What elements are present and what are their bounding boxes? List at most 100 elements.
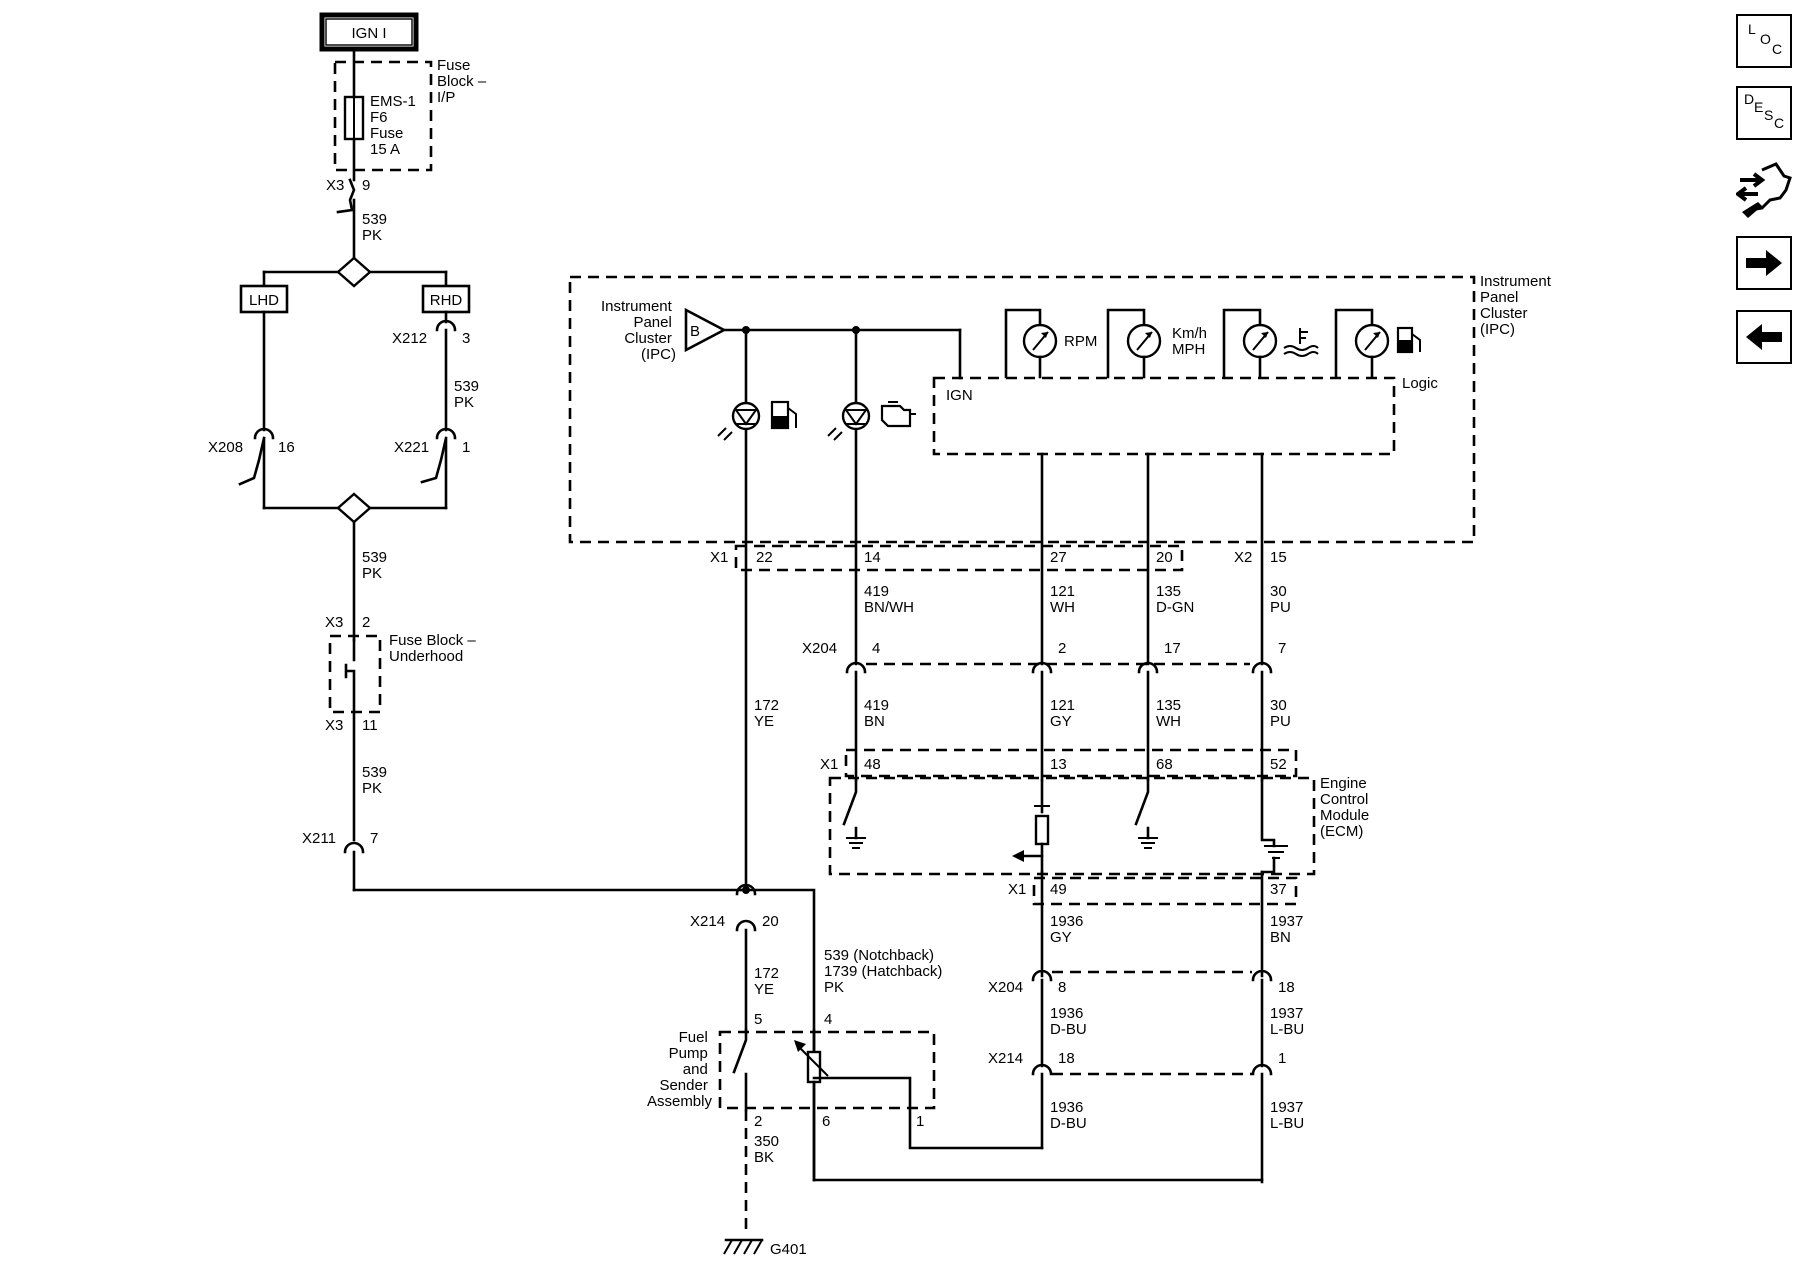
x221-pin: 1	[462, 439, 470, 456]
x214-pin-18: 18	[1058, 1050, 1075, 1067]
wire-1937-lbu-upper: 1937 L-BU	[1270, 1005, 1308, 1038]
ipc-x1-pin-20: 20	[1156, 549, 1173, 566]
ecm-x1-pin-13: 13	[1050, 756, 1067, 773]
x204-pin-2: 2	[1058, 640, 1066, 657]
tachometer-gauge: RPM	[1004, 308, 1097, 379]
wire-1936-dbu-upper: 1936 D-BU	[1050, 1005, 1088, 1038]
ign-header-box	[319, 12, 419, 52]
x212-pin: 3	[462, 330, 470, 347]
ecm-x1-bottom-label: X1	[1008, 881, 1026, 898]
x204-pin-17: 17	[1164, 640, 1181, 657]
x3-upper-label: X3	[325, 614, 343, 631]
x3-upper-pin: 2	[362, 614, 370, 631]
wire-539-pk-top: 539 PK	[362, 211, 391, 244]
splice-lower	[336, 492, 372, 524]
ecm-module	[828, 776, 1316, 876]
wire-121-wh: 121 WH	[1050, 583, 1079, 616]
ipc-logic-block	[932, 376, 1396, 456]
wire-1937-lbu-lower: 1937 L-BU	[1270, 1099, 1308, 1132]
wire-1936-gy: 1936 GY	[1050, 913, 1088, 946]
x3-connector-label: X3	[326, 177, 344, 194]
x211-label: X211	[302, 830, 336, 847]
ecm-connector-x1-top	[844, 748, 1298, 778]
wire-1937-bn: 1937 BN	[1270, 913, 1308, 946]
loc-letter-o: O	[1760, 31, 1771, 47]
previous-page-button[interactable]	[1736, 310, 1792, 364]
option-rhd-label: RHD	[430, 292, 463, 309]
ecm-x1-pin-68: 68	[1156, 756, 1173, 773]
wire-419-bn: 419 BN	[864, 697, 893, 730]
fuse-block-ip-title: Fuse Block – I/P	[437, 57, 490, 106]
arrow-right-icon	[1746, 250, 1782, 276]
x204-pin-8: 8	[1058, 979, 1066, 996]
speedometer-gauge: Km/h MPH	[1106, 308, 1211, 379]
x214-lower-label: X214	[988, 1050, 1023, 1067]
fuel-gauge	[1334, 308, 1421, 379]
temperature-gauge	[1222, 308, 1319, 379]
ipc-x1-label: X1	[710, 549, 728, 566]
option-lhd-label: LHD	[249, 292, 279, 309]
wire-539-pk-lower: 539 PK	[362, 764, 391, 797]
arrow-left-icon	[1746, 324, 1782, 350]
wire-121-gy: 121 GY	[1050, 697, 1079, 730]
wire-350-bk: 350 BK	[754, 1133, 783, 1166]
option-lhd	[239, 284, 289, 314]
x204-lower-label: X204	[988, 979, 1023, 996]
fuel-pump-pin-5: 5	[754, 1011, 762, 1028]
ground-icon	[1138, 837, 1158, 849]
ecm-title: Engine Control Module (ECM)	[1320, 775, 1373, 840]
loc-letter-l: L	[1748, 21, 1756, 37]
speed-label: Km/h MPH	[1172, 325, 1211, 358]
desc-letter-d: D	[1744, 91, 1754, 107]
wire-539-pk-rhd: 539 PK	[454, 378, 483, 411]
ipc-module	[568, 275, 1476, 544]
fuel-pump-pin-6: 6	[822, 1113, 830, 1130]
fuse-label: EMS-1 F6 Fuse 15 A	[370, 93, 420, 158]
ecm-x1-top-label: X1	[820, 756, 838, 773]
wire-1936-dbu-lower: 1936 D-BU	[1050, 1099, 1088, 1132]
fuel-pump-switch	[732, 1028, 748, 1112]
wire-539-1739-pk: 539 (Notchback) 1739 (Hatchback) PK	[824, 947, 947, 996]
ipc-b-terminal-label: B	[690, 323, 700, 340]
ipc-ign-label: IGN	[946, 387, 973, 404]
next-page-button[interactable]	[1736, 236, 1792, 290]
x212-connector	[435, 319, 457, 332]
ecm-pullup-resistor	[1012, 778, 1050, 874]
ipc-connector-x1	[734, 544, 1184, 572]
ipc-b-terminal	[684, 307, 727, 353]
connector-symbol	[336, 178, 356, 214]
x208-pin: 16	[278, 439, 295, 456]
x204-upper-label: X204	[802, 640, 837, 657]
wire-172-ye-upper: 172 YE	[754, 697, 783, 730]
fuel-level-sender-rheostat	[794, 1028, 1044, 1182]
rpm-label: RPM	[1064, 333, 1097, 350]
x214-upper-label: X214	[690, 913, 725, 930]
ecm-x1-pin-48: 48	[864, 756, 881, 773]
ipc-logic-label: Logic	[1402, 375, 1438, 392]
x221-label: X221	[394, 439, 429, 456]
ipc-title: Instrument Panel Cluster (IPC)	[1480, 273, 1555, 338]
fuse-block-ip	[333, 60, 433, 172]
x204-pin-18: 18	[1278, 979, 1295, 996]
x3-pin-9: 9	[362, 177, 370, 194]
x211-connector	[343, 841, 365, 854]
x204-pin-7: 7	[1278, 640, 1286, 657]
description-button[interactable]: D E S C	[1736, 86, 1792, 140]
ecm-switch-fuel-lamp	[842, 778, 858, 840]
fuel-pump-pin-1: 1	[916, 1113, 924, 1130]
chassis-ground-icon	[723, 1238, 764, 1255]
diagnostic-icon[interactable]	[1734, 156, 1792, 226]
ipc-x2-pin-15: 15	[1270, 549, 1287, 566]
wire-30-pu: 30 PU	[1270, 583, 1291, 616]
fuse-block-underhood-title: Fuse Block – Underhood	[389, 632, 480, 665]
x208-connector	[253, 427, 275, 440]
ecm-x1-pin-37: 37	[1270, 881, 1287, 898]
ecm-sensor-ground	[1260, 778, 1288, 874]
location-button[interactable]: L O C	[1736, 14, 1792, 68]
x214-pin-20: 20	[762, 913, 779, 930]
x3-lower-label: X3	[325, 717, 343, 734]
ipc-left-label: Instrument Panel Cluster (IPC)	[601, 298, 676, 363]
ecm-connector-x1-bottom	[1032, 876, 1298, 906]
ecm-switch-check-engine	[1134, 778, 1150, 840]
